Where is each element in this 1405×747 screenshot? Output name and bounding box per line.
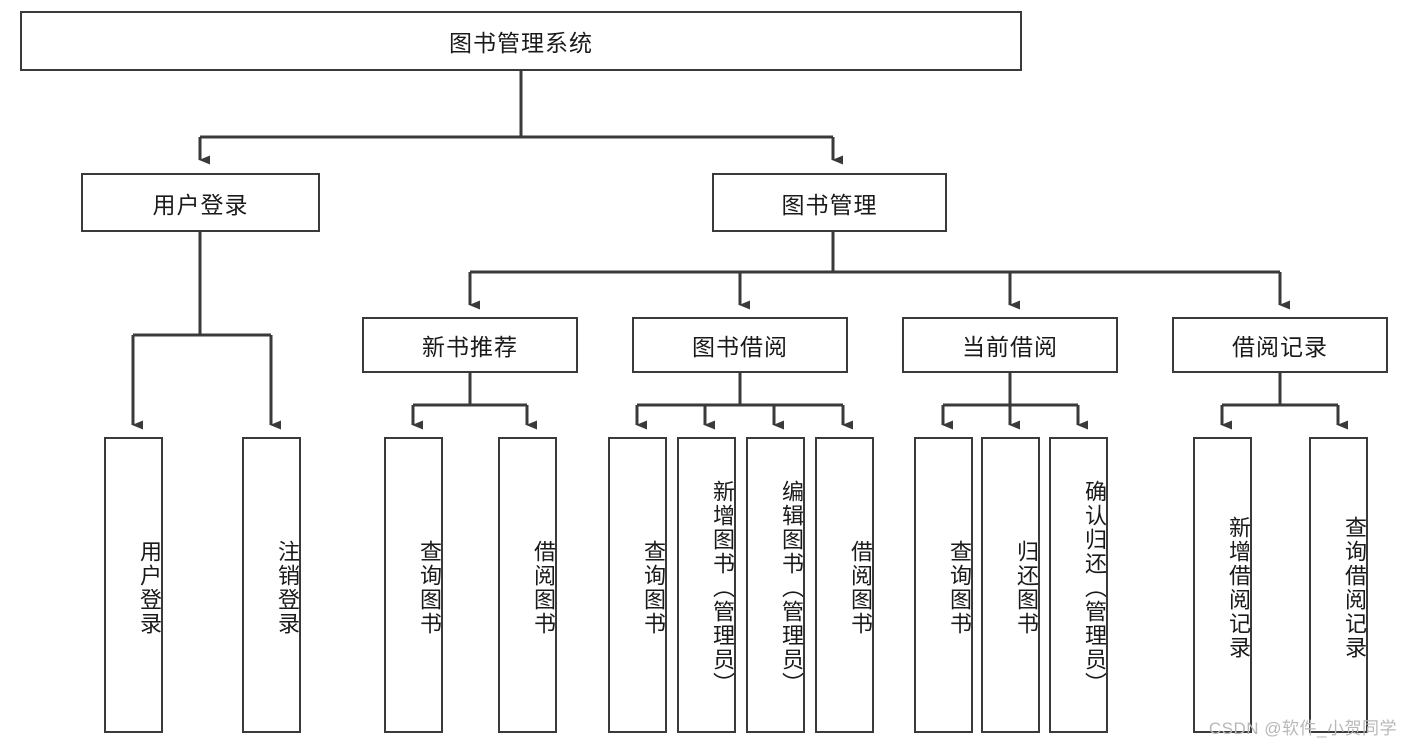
node-label: 查询借阅记录 <box>1342 516 1367 660</box>
leaf-new-book-borrow[interactable]: 借阅图书 <box>498 437 557 733</box>
node-root-system[interactable]: 图书管理系统 <box>20 11 1022 71</box>
node-label: 查询图书 <box>947 540 972 636</box>
node-label: 查询图书 <box>417 540 442 636</box>
leaf-book-borrow-edit[interactable]: 编辑图书（管理员） <box>746 437 805 733</box>
leaf-book-borrow-borrow[interactable]: 借阅图书 <box>815 437 874 733</box>
watermark: CSDN @软件_小贺同学 <box>1208 719 1397 738</box>
node-label: 借阅图书 <box>531 540 556 636</box>
leaf-current-borrow-query[interactable]: 查询图书 <box>914 437 973 733</box>
leaf-borrow-record-query[interactable]: 查询借阅记录 <box>1309 437 1368 733</box>
node-label: 注销登录 <box>275 540 300 636</box>
leaf-new-book-query[interactable]: 查询图书 <box>384 437 443 733</box>
node-label: 当前借阅 <box>962 334 1058 360</box>
node-new-book-recommend[interactable]: 新书推荐 <box>362 317 578 373</box>
node-book-borrow[interactable]: 图书借阅 <box>632 317 848 373</box>
leaf-borrow-record-add[interactable]: 新增借阅记录 <box>1193 437 1252 733</box>
node-label: 用户登录 <box>137 540 162 636</box>
node-label: 确认归还（管理员） <box>1082 480 1107 696</box>
leaf-current-borrow-return[interactable]: 归还图书 <box>981 437 1040 733</box>
node-label: 归还图书 <box>1014 540 1039 636</box>
node-label: 借阅记录 <box>1232 334 1328 360</box>
node-label: 借阅图书 <box>848 540 873 636</box>
node-current-borrow[interactable]: 当前借阅 <box>902 317 1118 373</box>
node-user-login[interactable]: 用户登录 <box>81 173 320 232</box>
node-borrow-record[interactable]: 借阅记录 <box>1172 317 1388 373</box>
leaf-user-login-login[interactable]: 用户登录 <box>104 437 163 733</box>
leaf-book-borrow-query[interactable]: 查询图书 <box>608 437 667 733</box>
node-label: 图书管理系统 <box>449 30 593 56</box>
leaf-current-borrow-confirm-return[interactable]: 确认归还（管理员） <box>1049 437 1108 733</box>
node-label: 图书管理 <box>781 191 878 218</box>
node-label: 编辑图书（管理员） <box>779 480 804 696</box>
node-label: 图书借阅 <box>692 334 788 360</box>
node-book-management[interactable]: 图书管理 <box>712 173 947 232</box>
node-label: 新增图书（管理员） <box>710 480 735 696</box>
node-label: 用户登录 <box>152 191 249 218</box>
leaf-book-borrow-add[interactable]: 新增图书（管理员） <box>677 437 736 733</box>
leaf-user-login-logout[interactable]: 注销登录 <box>242 437 301 733</box>
node-label: 新书推荐 <box>422 334 518 360</box>
node-label: 查询图书 <box>641 540 666 636</box>
node-label: 新增借阅记录 <box>1226 516 1251 660</box>
